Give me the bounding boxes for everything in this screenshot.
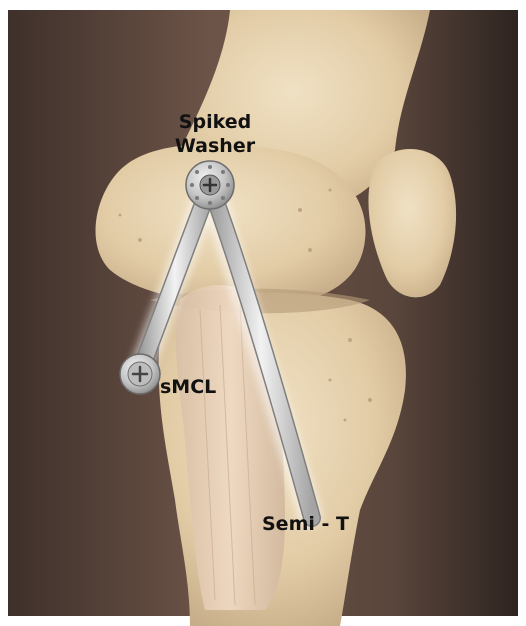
smcl-label: sMCL	[160, 375, 216, 399]
spiked-washer-label-line1: Spiked	[160, 110, 270, 134]
screw-icon	[120, 354, 160, 394]
spiked-washer-label-line2: Washer	[160, 134, 270, 158]
spiked-washer-icon	[186, 161, 234, 209]
spiked-washer-label: Spiked Washer	[160, 110, 270, 158]
semi-t-label: Semi - T	[262, 512, 349, 536]
